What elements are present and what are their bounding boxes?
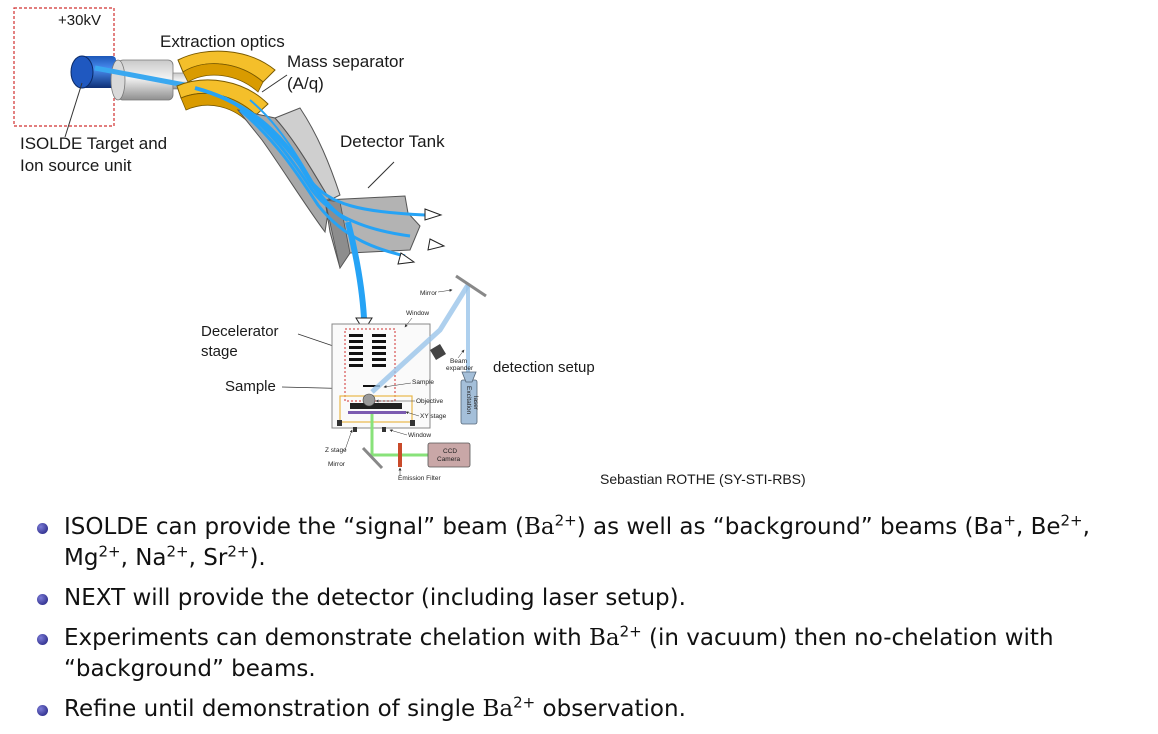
bullet-item: NEXT will provide the detector (includin… xyxy=(34,583,1149,614)
bullet-dot-icon xyxy=(37,523,48,534)
voltage-box xyxy=(13,7,115,127)
superscript: 2+ xyxy=(554,511,577,530)
inset-ccd-1: CCD xyxy=(443,448,457,455)
mass-separator-label: Mass separator xyxy=(287,52,404,71)
inset-beam-expander-2: expander xyxy=(446,365,474,372)
inset-mirror-top: Mirror xyxy=(420,290,438,297)
target-ion-source-icon xyxy=(70,55,116,89)
bullet-text: NEXT will provide the detector (includin… xyxy=(64,585,686,611)
inset-objective: Objective xyxy=(416,398,443,405)
sample-label: Sample xyxy=(225,378,276,395)
separator-pointer xyxy=(261,74,288,93)
bullet-text: Refine until demonstration of single xyxy=(64,696,483,722)
math-ba: Ba xyxy=(588,625,620,651)
bullet-text: observation. xyxy=(535,696,686,722)
detection-setup-label: detection setup xyxy=(493,359,595,376)
target-label-line2: Ion source unit xyxy=(20,156,132,175)
target-label-line1: ISOLDE Target and xyxy=(20,134,167,153)
inset-sample: Sample xyxy=(412,379,434,386)
bullet-text: , Na xyxy=(120,545,167,571)
bullet-item: ISOLDE can provide the “signal” beam (Ba… xyxy=(34,512,1149,574)
math-ba: Ba xyxy=(482,696,514,722)
inset-excitation-2: laser xyxy=(472,396,479,411)
bullet-item: Refine until demonstration of single Ba2… xyxy=(34,694,1149,725)
voltage-label: +30kV xyxy=(58,12,101,29)
bullet-text: (in vacuum) then no-chelation with “back… xyxy=(64,625,1054,682)
bullet-dot-icon xyxy=(37,594,48,605)
detector-tank-pointer xyxy=(367,161,395,189)
inset-z-stage: Z stage xyxy=(325,447,347,454)
superscript: 2+ xyxy=(513,693,536,712)
decelerator-label-line2: stage xyxy=(201,343,238,360)
bullet-text: ). xyxy=(249,545,266,571)
superscript: + xyxy=(1003,511,1016,530)
superscript: 2+ xyxy=(227,542,250,561)
bullet-text: ) as well as “background” beams (Ba xyxy=(576,514,1004,540)
bullet-text: , Sr xyxy=(188,545,228,571)
inset-excitation-1: Excitation xyxy=(465,386,472,415)
inset-window-top: Window xyxy=(406,310,429,317)
inset-emission-filter: Emission Filter xyxy=(398,475,441,482)
inset-ccd-2: Camera xyxy=(437,456,461,463)
bullet-list: ISOLDE can provide the “signal” beam (Ba… xyxy=(34,512,1149,734)
decelerator-inset xyxy=(331,274,487,470)
bullet-text: , Be xyxy=(1015,514,1061,540)
credit-label: Sebastian ROTHE (SY-STI-RBS) xyxy=(600,471,806,487)
extraction-optics-label: Extraction optics xyxy=(160,32,285,51)
bullet-dot-icon xyxy=(37,634,48,645)
superscript: 2+ xyxy=(1060,511,1083,530)
superscript: 2+ xyxy=(166,542,189,561)
superscript: 2+ xyxy=(98,542,121,561)
bullet-item: Experiments can demonstrate chelation wi… xyxy=(34,623,1149,685)
bullet-text: ISOLDE can provide the “signal” beam ( xyxy=(64,514,524,540)
math-ba: Ba xyxy=(523,514,555,540)
bullet-text: Experiments can demonstrate chelation wi… xyxy=(64,625,589,651)
decelerator-label-line1: Decelerator xyxy=(201,323,279,340)
inset-xy-stage: XY stage xyxy=(420,413,447,420)
decelerator-beam xyxy=(345,221,367,319)
superscript: 2+ xyxy=(619,622,642,641)
inset-beam-expander-1: Beam xyxy=(450,358,467,365)
bullet-text: , Mg xyxy=(64,514,1090,571)
isolde-diagram: +30kV xyxy=(13,7,806,487)
separated-beams xyxy=(194,86,426,258)
inset-window-bottom: Window xyxy=(408,432,431,439)
bullet-dot-icon xyxy=(37,705,48,716)
beam-exit-arrows xyxy=(397,208,446,265)
inset-mirror-bottom: Mirror xyxy=(328,461,346,468)
detector-tank-label: Detector Tank xyxy=(340,132,445,151)
mass-separator-aq-label: (A/q) xyxy=(287,74,324,93)
target-pointer xyxy=(64,82,83,138)
primary-beam xyxy=(94,65,191,89)
